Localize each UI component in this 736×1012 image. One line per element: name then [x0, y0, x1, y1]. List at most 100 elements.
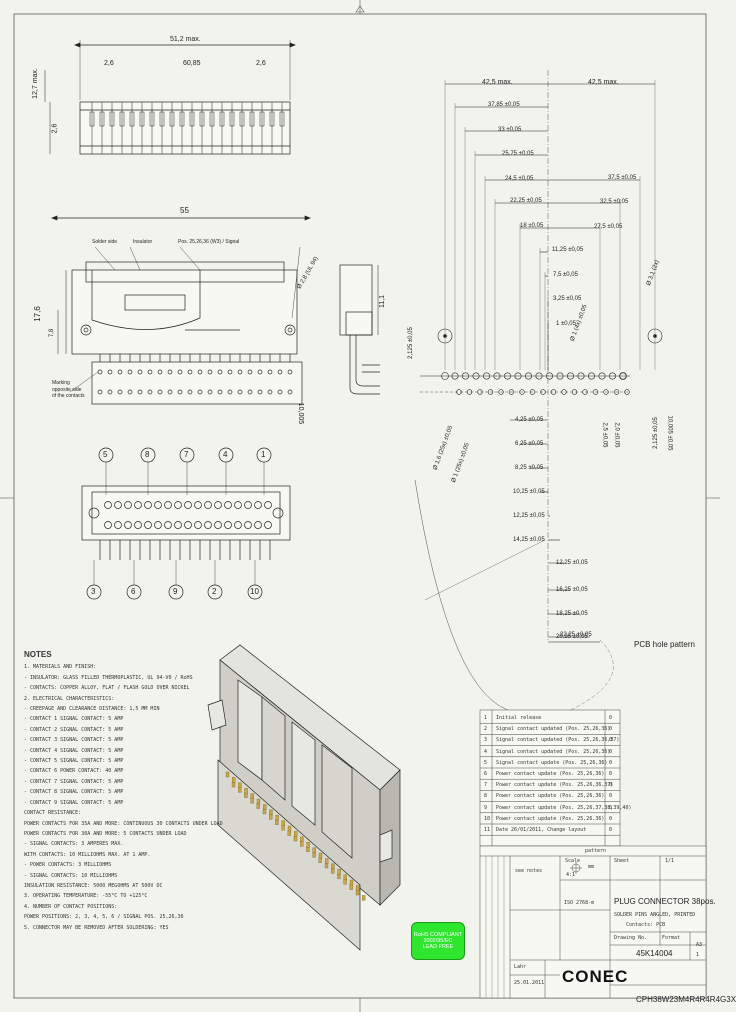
rear-view — [81, 447, 291, 600]
pcb-hole — [461, 372, 469, 380]
rear-contact-hole — [264, 501, 272, 509]
conec-logo: CONEC — [562, 967, 629, 986]
front-pin-hole — [157, 389, 163, 395]
dim-below: 14,25 ±0,05 — [513, 537, 545, 543]
iso-pin — [337, 873, 341, 879]
rear-contact-hole — [134, 521, 142, 529]
rev-row-index: 4 — [484, 748, 488, 755]
note-line: WITH CONTACTS: 10 MILLIOHMS MAX. AT 1 AM… — [24, 851, 151, 858]
rev-row-text: Power contact update (Pos. 25,26,36) — [496, 793, 605, 800]
dim-l7: 11,25 ±0,05 — [552, 247, 584, 253]
pcb-hole — [624, 389, 630, 395]
note-line: 5. CONNECTOR MAY BE REMOVED AFTER SOLDER… — [24, 924, 169, 931]
iso-pin — [343, 879, 347, 885]
note-line: POWER POSITIONS: 2, 3, 4, 5, 6 / SIGNAL … — [24, 914, 184, 921]
side-view — [339, 264, 380, 395]
note-line: - CONTACTS: COPPER ALLOY, FLAT / FLASH G… — [24, 685, 190, 692]
dim-side-height: 11,1 — [379, 294, 387, 309]
iso-pin — [256, 798, 261, 805]
front-pin-hole — [147, 389, 153, 395]
front-pin-hole — [217, 389, 223, 395]
rear-contact-hole — [214, 501, 222, 509]
iso-pin — [250, 793, 254, 799]
rear-contact-hole — [104, 521, 112, 529]
scale-label: Scale — [565, 858, 581, 864]
rev-row-count: 0 — [609, 804, 613, 811]
technical-drawing-sheet — [0, 0, 720, 1012]
rev-row-count: 0 — [609, 748, 613, 755]
front-pin-hole — [227, 369, 233, 375]
rev-row-index: 9 — [484, 804, 488, 811]
pcb-hole — [456, 389, 462, 395]
note-line: - CREEPAGE AND CLEARANCE DISTANCE: 1,5 M… — [24, 706, 160, 713]
contact-number: 8 — [145, 450, 150, 459]
format-value: A3 — [696, 942, 703, 948]
date: 25.01.2011 — [514, 980, 545, 986]
notes-block: NOTES 1. MATERIALS AND FINISH: - INSULAT… — [24, 650, 264, 933]
front-pin-hole — [207, 389, 213, 395]
material: see notes — [515, 868, 543, 874]
dim-right-vertical: 2,125 ±0,05 — [652, 417, 659, 449]
pcb-hole — [566, 372, 574, 380]
iso-pin — [355, 889, 360, 896]
dim-below: 10,25 ±0,05 — [513, 489, 545, 495]
notes-title: NOTES — [24, 650, 52, 659]
dim-below-right: 12,25 ±0,05 — [556, 560, 588, 566]
rear-contact-hole — [144, 501, 152, 509]
dim-l8: 7,5 ±0,05 — [553, 272, 578, 278]
iso-pin — [318, 852, 323, 859]
iso-pin — [306, 846, 310, 852]
top-contact — [159, 111, 165, 127]
callout-insulator: Insulator — [133, 239, 153, 245]
title-block — [479, 709, 707, 999]
top-contact — [189, 111, 195, 127]
rev-row-text: Signal contact updated (Pos. 25,26,36) — [496, 748, 611, 755]
isometric-view — [207, 644, 401, 951]
rev-row-index: 6 — [484, 771, 488, 777]
iso-pin — [325, 858, 329, 864]
pcb-hole — [613, 389, 620, 395]
pcb-hole — [545, 372, 553, 380]
note-line: 1. MATERIALS AND FINISH: — [24, 664, 97, 671]
front-pin-hole — [127, 389, 133, 395]
rev-row-count: 0 — [609, 715, 613, 721]
note-line: - CONTACT 4 SIGNAL CONTACT: 5 AMP — [24, 747, 124, 754]
iso-pin — [293, 835, 298, 842]
rear-contact-hole — [244, 501, 252, 509]
rev-row-index: 3 — [484, 737, 488, 744]
note-line: 2. ELECTRICAL CHARACTERISTICS: — [24, 695, 115, 702]
dim-below: 4,25 ±0,05 — [515, 417, 544, 423]
iso-pin — [356, 885, 360, 891]
rev-row-count: 0 — [609, 793, 613, 800]
pcb-hole — [619, 372, 627, 380]
front-pin-hole — [257, 369, 263, 375]
iso-pin — [269, 814, 273, 820]
iso-pin — [287, 830, 291, 836]
front-pin-hole — [137, 389, 143, 395]
dim-below: 12,25 ±0,05 — [513, 513, 545, 519]
drawing-no-label: Drawing No. — [614, 935, 648, 941]
dim-v2: 2,0 ±0,05 — [613, 422, 620, 448]
top-contact — [219, 111, 225, 127]
rear-contact-hole — [174, 501, 182, 509]
dim-l3: 25,75 ±0,05 — [502, 151, 534, 157]
dim-pitch-right: 2,6 — [256, 60, 266, 67]
dim-l5: 22,25 ±0,05 — [510, 198, 542, 204]
iso-pin — [300, 841, 304, 847]
rev-row-index: 7 — [484, 782, 488, 789]
dim-below-right: 22,25 ±0,05 — [560, 632, 592, 638]
rev-row-count: 0 — [609, 827, 613, 833]
top-contact — [149, 111, 155, 127]
front-pin-hole — [237, 389, 243, 395]
rear-contact-hole — [204, 521, 212, 529]
rev-row-index: 2 — [484, 726, 488, 733]
dim-l6: 18 ±0,05 — [520, 223, 544, 229]
pcb-hole — [571, 389, 578, 395]
iso-pin — [312, 847, 316, 853]
top-contact — [229, 111, 235, 127]
front-pin-hole — [107, 389, 113, 395]
dim-r3: 27,5 ±0,05 — [594, 224, 623, 230]
note-line: - CONTACT 6 POWER CONTACT: 40 AMP — [24, 768, 124, 775]
rev-row-count: 0 — [609, 726, 613, 733]
front-pin-hole — [157, 369, 163, 375]
